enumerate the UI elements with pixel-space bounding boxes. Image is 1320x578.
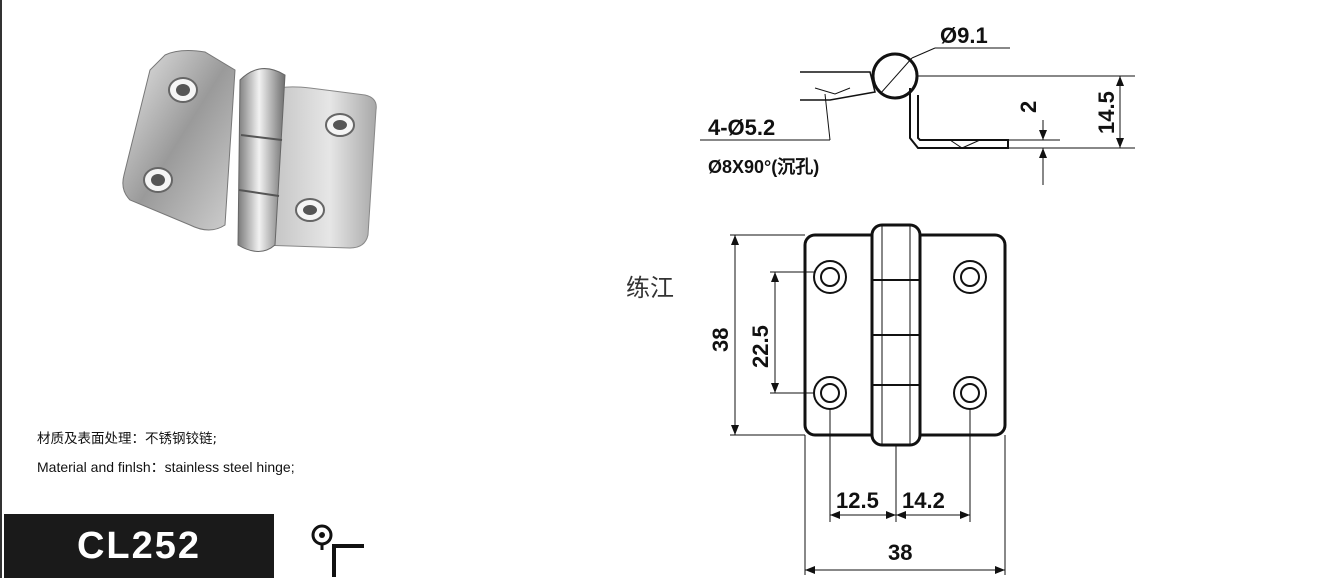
left-offset-label: 12.5 [836, 488, 879, 513]
left-border-line [0, 0, 2, 578]
side-view-drawing: Ø9.1 4-Ø5.2 Ø8X90°(沉孔) 2 14.5 [700, 23, 1135, 185]
overall-height-label: 14.5 [1094, 91, 1119, 134]
material-description-cn: 材质及表面处理：不锈钢铰链; [37, 431, 218, 447]
hole-count-label: 4-Ø5.2 [708, 115, 775, 140]
hinge-photo [122, 50, 377, 252]
height-label: 38 [708, 328, 733, 352]
hinge-symbol-icon [311, 524, 364, 577]
right-offset-label: 14.2 [902, 488, 945, 513]
top-view-drawing: 38 22.5 12.5 14.2 38 [708, 223, 1007, 575]
model-label: CL252 [4, 514, 274, 578]
model-number: CL252 [76, 524, 202, 567]
thickness-label: 2 [1016, 101, 1041, 113]
material-description-en: Material and finlsh：stainless steel hing… [37, 459, 295, 475]
hole-spacing-label: 22.5 [748, 325, 773, 368]
knuckle-diameter-label: Ø9.1 [940, 23, 988, 48]
width-label: 38 [888, 540, 912, 565]
watermark-text: 练江 [626, 274, 674, 302]
countersink-label: Ø8X90°(沉孔) [708, 157, 819, 177]
